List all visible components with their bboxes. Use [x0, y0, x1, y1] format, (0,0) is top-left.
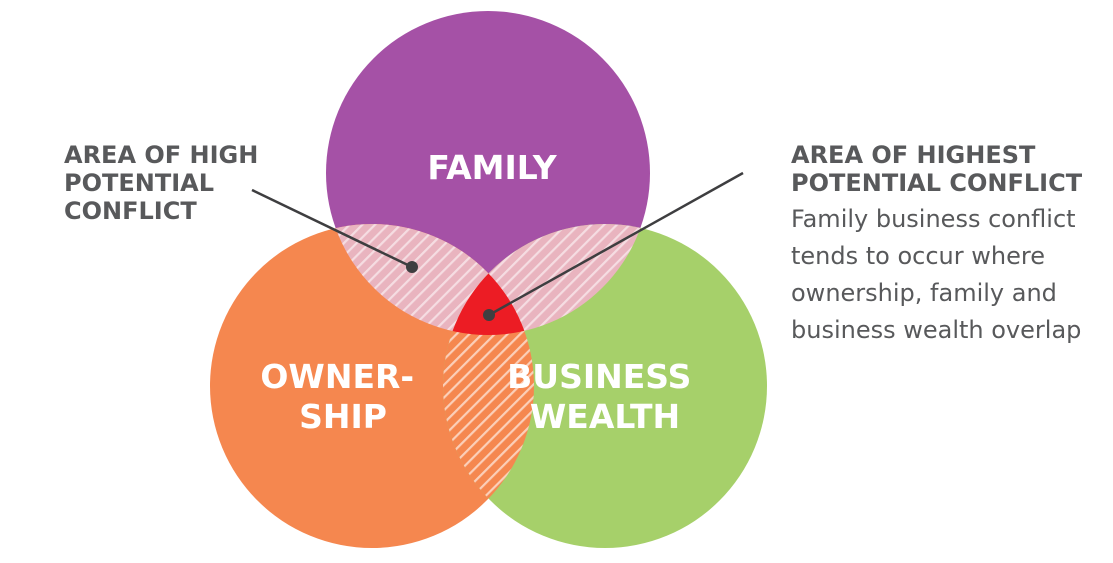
annotation-highest-body: Family business conflict tends to occur …	[791, 201, 1081, 349]
annotation-high-line-1: AREA OF HIGH	[64, 141, 259, 169]
annotation-body-line-2: tends to occur where	[791, 242, 1045, 270]
annotation-body-line-4: business wealth overlap	[791, 316, 1082, 344]
business-wealth-label: BUSINESS WEALTH	[507, 357, 703, 436]
overlap-family-wealth	[443, 224, 650, 335]
ownership-label: OWNER- SHIP	[260, 357, 425, 436]
annotation-highest-line-1: AREA OF HIGHEST	[791, 141, 1036, 169]
annotation-highest-line-2: POTENTIAL CONFLICT	[791, 169, 1083, 197]
annotation-high-title: AREA OF HIGH POTENTIAL CONFLICT	[64, 141, 258, 225]
annotation-body-line-1: Family business conflict	[791, 205, 1076, 233]
annotation-body-line-3: ownership, family and	[791, 279, 1057, 307]
family-label: FAMILY	[427, 148, 557, 187]
leader-dot-high	[406, 261, 418, 273]
leader-dot-highest	[483, 309, 495, 321]
leader-line-high	[251, 188, 413, 269]
overlap-family-ownership	[326, 224, 534, 335]
annotation-high-line-3: CONFLICT	[64, 197, 197, 225]
annotation-highest-title: AREA OF HIGHEST POTENTIAL CONFLICT	[791, 141, 1082, 197]
annotation-high-line-2: POTENTIAL	[64, 169, 215, 197]
leader-line-highest	[488, 171, 744, 317]
